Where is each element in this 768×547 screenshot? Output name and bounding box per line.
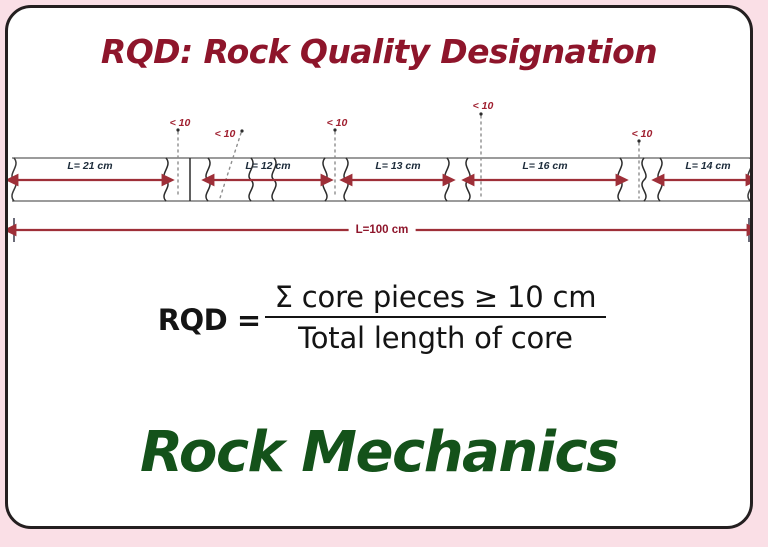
bottom-heading: Rock Mechanics — [140, 420, 619, 485]
small-piece-label-4: < 10 — [472, 100, 494, 112]
page-title: RQD: Rock Quality Designation — [100, 32, 658, 71]
segment-label-5: L= 14 cm — [685, 160, 731, 172]
fraction-bar — [264, 316, 607, 318]
content-card: RQD: Rock Quality Designation — [5, 5, 753, 529]
formula-fraction: Σ core pieces ≥ 10 cm Total length of co… — [264, 280, 607, 355]
segment-label-3: L= 13 cm — [375, 160, 421, 172]
formula-left-hand-side: RQD = — [157, 302, 261, 337]
segment-label-4: L= 16 cm — [522, 160, 568, 172]
segment-label-1: L= 21 cm — [67, 160, 113, 172]
small-piece-label-2: < 10 — [214, 128, 236, 140]
small-piece-leader-lines — [177, 115, 640, 199]
segment-label-2: L= 12 cm — [245, 160, 291, 172]
core-barrel-outline — [12, 157, 750, 202]
small-piece-label-5: < 10 — [631, 128, 653, 140]
rqd-formula: RQD = Σ core pieces ≥ 10 cm Total length… — [8, 280, 750, 355]
formula-numerator: Σ core pieces ≥ 10 cm — [274, 280, 597, 314]
core-diagram: L= 21 cm L= 12 cm L= 13 cm L= 16 cm L= 1… — [8, 86, 750, 216]
small-piece-label-3: < 10 — [326, 117, 348, 129]
small-piece-label-1: < 10 — [169, 117, 191, 129]
total-length-label: L=100 cm — [348, 224, 416, 236]
small-piece-leader-dots — [176, 112, 641, 143]
formula-denominator: Total length of core — [298, 321, 573, 355]
core-diagram-svg — [8, 112, 750, 202]
